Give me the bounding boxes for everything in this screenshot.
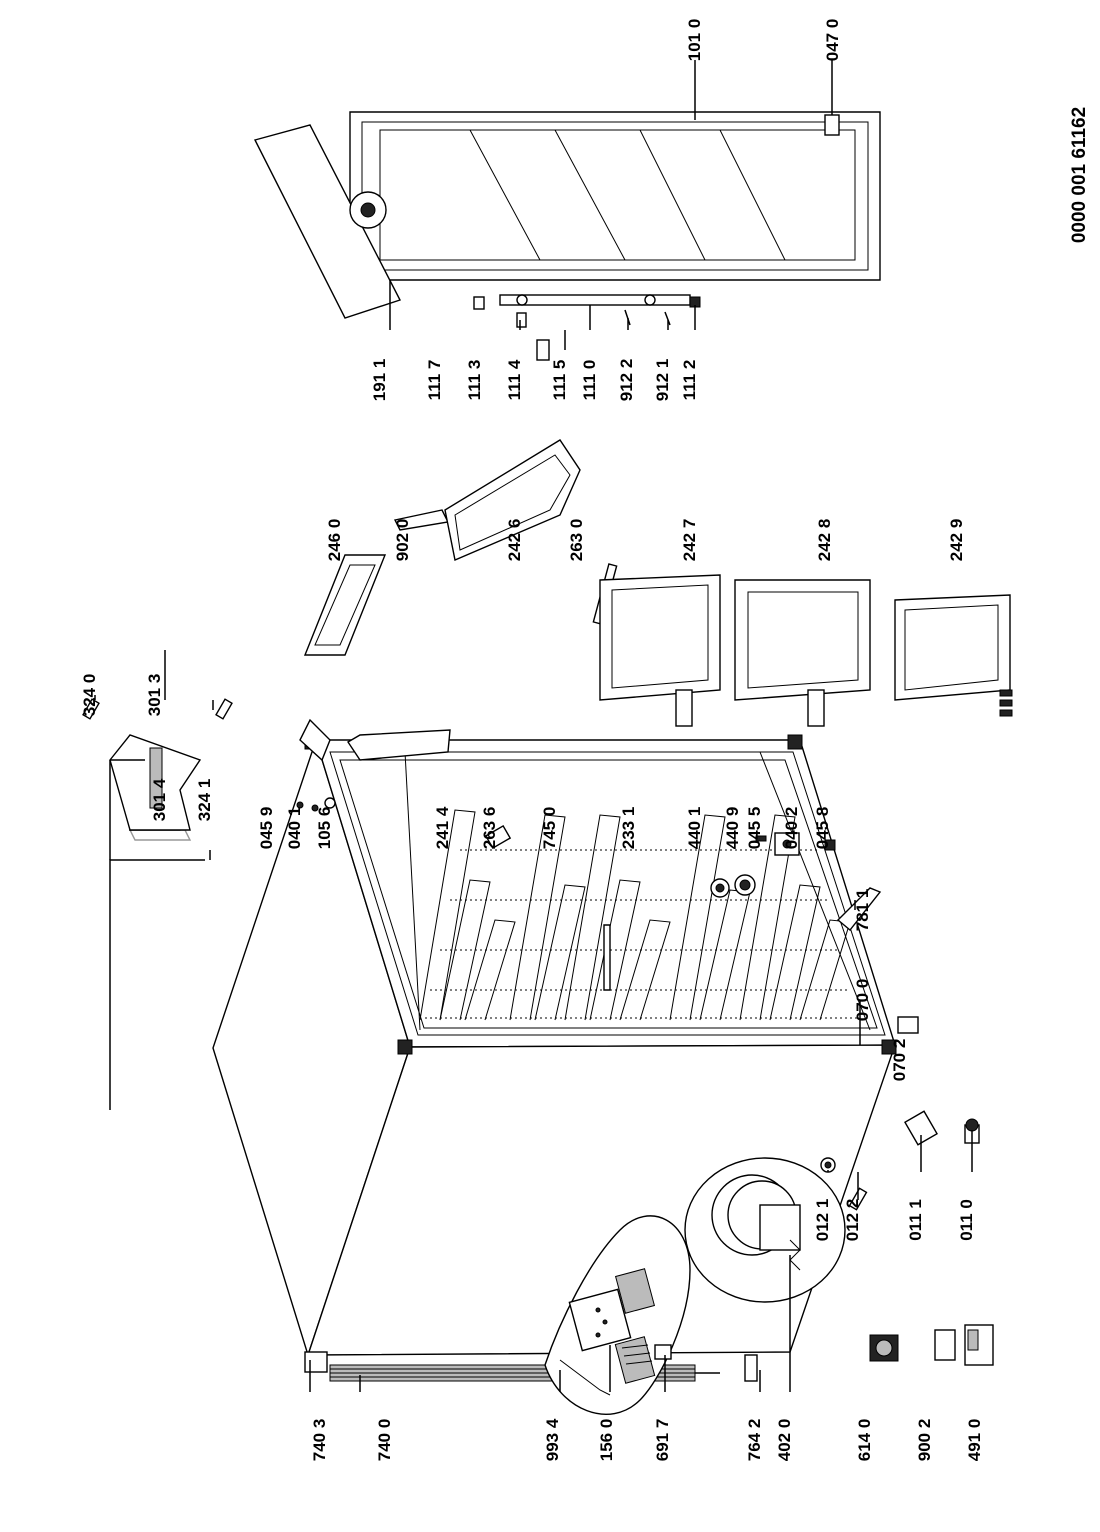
drawing xyxy=(82,111,1013,1415)
part-number-label: 045 9 xyxy=(257,807,276,850)
part-number-label: 491 0 xyxy=(965,1419,984,1462)
part-number-label: 745 0 xyxy=(540,807,559,850)
part-number-label: 301 3 xyxy=(145,674,164,717)
part-number-label: 242 7 xyxy=(680,519,699,562)
part-number-label: 040 1 xyxy=(285,807,304,850)
part-number-label: 040 2 xyxy=(782,807,801,850)
part-number-label: 111 2 xyxy=(680,360,699,401)
part-number-label: 111 7 xyxy=(425,360,444,401)
part-number-label: 011 1 xyxy=(906,1199,925,1241)
part-number-label: 263 0 xyxy=(567,519,586,562)
part-number-label: 191 1 xyxy=(370,359,389,402)
part-number-label: 912 1 xyxy=(653,359,672,402)
document-number: 0000 001 61162 xyxy=(1069,107,1090,243)
part-number-label: 242 9 xyxy=(947,519,966,562)
part-number-label: 246 0 xyxy=(325,519,344,562)
part-number-label: 781 1 xyxy=(853,889,872,932)
compressor-area xyxy=(684,1157,868,1303)
control-panel-area xyxy=(544,1215,691,1415)
part-number-label: 912 2 xyxy=(617,359,636,402)
part-number-label: 241 4 xyxy=(433,806,452,849)
part-number-label: 902 0 xyxy=(393,519,412,562)
part-number-label: 111 0 xyxy=(580,360,599,401)
part-number-label: 105 6 xyxy=(315,807,334,850)
part-number-label: 993 4 xyxy=(543,1418,562,1461)
part-number-label: 045 8 xyxy=(813,807,832,850)
part-number-label: 263 6 xyxy=(480,807,499,850)
part-number-label: 070 2 xyxy=(890,1039,909,1082)
part-labels: 740 3 740 0 993 4 156 0 691 7 764 2 402 0 614 0… xyxy=(80,19,984,1462)
small-parts-left xyxy=(304,824,994,1382)
part-number-label: 047 0 xyxy=(823,19,842,62)
part-number-label: 012 1 xyxy=(813,1199,832,1242)
part-number-label: 764 2 xyxy=(745,1419,764,1462)
part-number-label: 011 0 xyxy=(957,1199,976,1241)
part-number-label: 070 0 xyxy=(853,979,872,1022)
part-number-label: 233 1 xyxy=(619,807,638,850)
leader-lines xyxy=(94,60,973,1392)
part-number-label: 111 5 xyxy=(550,360,569,401)
part-number-label: 045 5 xyxy=(745,807,764,850)
part-number-label: 242 6 xyxy=(505,519,524,562)
top-parts xyxy=(82,698,451,841)
part-number-label: 242 8 xyxy=(815,519,834,562)
part-number-label: 614 0 xyxy=(855,1419,874,1462)
part-number-label: 440 9 xyxy=(723,807,742,850)
part-number-label: 111 4 xyxy=(505,359,524,400)
part-number-label: 402 0 xyxy=(775,1419,794,1462)
part-number-label: 156 0 xyxy=(597,1419,616,1462)
part-number-label: 111 3 xyxy=(465,360,484,401)
part-number-label: 900 2 xyxy=(915,1419,934,1462)
part-number-label: 301 4 xyxy=(150,778,169,821)
part-number-label: 324 0 xyxy=(80,674,99,717)
part-number-label: 440 1 xyxy=(685,807,704,850)
part-number-label: 012 2 xyxy=(843,1199,862,1242)
part-number-label: 691 7 xyxy=(653,1419,672,1462)
part-number-label: 740 0 xyxy=(375,1419,394,1462)
part-number-label: 324 1 xyxy=(195,779,214,822)
door xyxy=(253,111,881,361)
part-number-label: 101 0 xyxy=(685,19,704,62)
baskets xyxy=(303,439,1013,727)
part-number-label: 740 3 xyxy=(310,1419,329,1462)
